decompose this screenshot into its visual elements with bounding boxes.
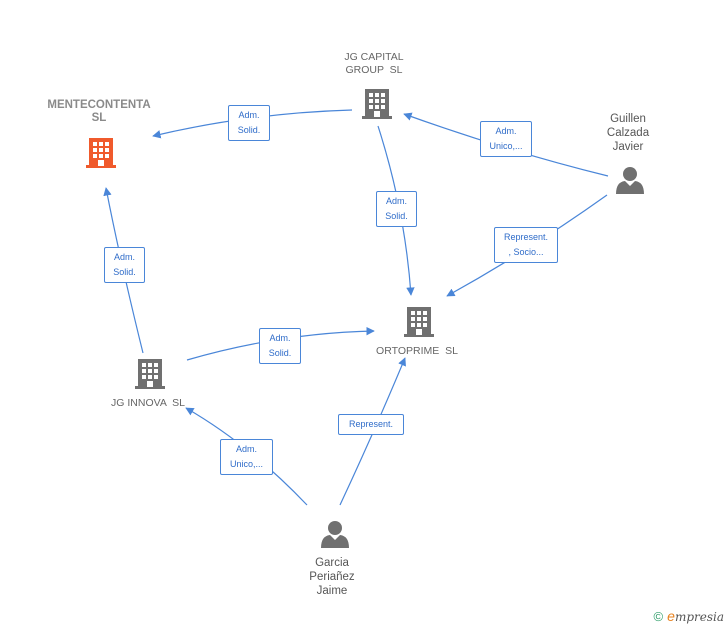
copyright-icon: © xyxy=(653,609,664,624)
edge-label-line2: Solid. xyxy=(113,267,136,277)
jgcapital-label-line1: JG CAPITAL xyxy=(344,51,404,63)
garcia-person-icon[interactable] xyxy=(321,521,349,548)
edge-label-garcia-ortoprime[interactable]: Represent. xyxy=(338,414,404,435)
ortoprime-building-icon[interactable] xyxy=(404,307,434,337)
mentecontenta-label[interactable]: MENTECONTENTA SL xyxy=(39,99,159,125)
jginnova-label[interactable]: JG INNOVA SL xyxy=(88,397,208,410)
edge-label-guillen-ortoprime[interactable]: Represent. , Socio... xyxy=(494,227,558,263)
edge-label-guillen-jgcapital[interactable]: Adm. Unico,... xyxy=(480,121,532,157)
garcia-label[interactable]: Garcia Periañez Jaime xyxy=(272,556,392,598)
ortoprime-label-line1: ORTOPRIME SL xyxy=(376,345,458,357)
edge-label-line2: Solid. xyxy=(385,211,408,221)
edge-label-jginnova-mentecontenta[interactable]: Adm. Solid. xyxy=(104,247,145,283)
edge-label-line1: Represent. xyxy=(503,232,549,242)
edge-label-jgcapital-ortoprime[interactable]: Adm. Solid. xyxy=(376,191,417,227)
guillen-label-line2: Calzada xyxy=(606,127,650,139)
guillen-person-icon[interactable] xyxy=(616,167,644,194)
brand-rest: mpresia xyxy=(674,610,724,624)
jginnova-label-line1: JG INNOVA SL xyxy=(111,397,185,409)
edge-label-jgcapital-mentecontenta[interactable]: Adm. Solid. xyxy=(228,105,270,141)
garcia-label-line3: Jaime xyxy=(316,585,348,597)
brand-first-letter: e xyxy=(667,608,675,624)
edge-label-line2: Solid. xyxy=(237,125,261,135)
mentecontenta-label-line2: SL xyxy=(91,112,107,124)
edge-label-line2: Solid. xyxy=(268,348,292,358)
empresia-logo[interactable]: ©empresia xyxy=(654,608,724,624)
edge-label-line2: Unico,... xyxy=(489,141,523,151)
guillen-label-line1: Guillen xyxy=(610,113,646,125)
edge-label-jginnova-ortoprime[interactable]: Adm. Solid. xyxy=(259,328,301,364)
edge-label-line1: Represent. xyxy=(348,419,394,429)
guillen-label[interactable]: Guillen Calzada Javier xyxy=(568,112,688,154)
edge-label-line2: , Socio... xyxy=(508,247,544,257)
mentecontenta-label-line1: MENTECONTENTA xyxy=(47,99,151,111)
edge-label-line1: Adm. xyxy=(113,252,135,262)
jgcapital-label-line2: GROUP SL xyxy=(345,64,403,76)
edge-label-line1: Adm. xyxy=(235,444,257,454)
edge-label-garcia-jginnova[interactable]: Adm. Unico,... xyxy=(220,439,273,475)
garcia-label-line1: Garcia xyxy=(315,557,349,569)
mentecontenta-building-icon[interactable] xyxy=(86,136,116,168)
edge-label-line1: Adm. xyxy=(495,126,517,136)
garcia-label-line2: Periañez xyxy=(309,571,355,583)
edge-label-line2: Unico,... xyxy=(229,459,263,469)
edge-label-line1: Adm. xyxy=(385,196,407,206)
jgcapital-building-icon[interactable] xyxy=(362,89,392,119)
edge-label-line1: Adm. xyxy=(238,110,260,120)
guillen-label-line3: Javier xyxy=(612,141,644,153)
jgcapital-label[interactable]: JG CAPITAL GROUP SL xyxy=(314,51,434,77)
edge-label-line1: Adm. xyxy=(269,333,291,343)
ortoprime-label[interactable]: ORTOPRIME SL xyxy=(357,345,477,358)
jginnova-building-icon[interactable] xyxy=(135,359,165,389)
